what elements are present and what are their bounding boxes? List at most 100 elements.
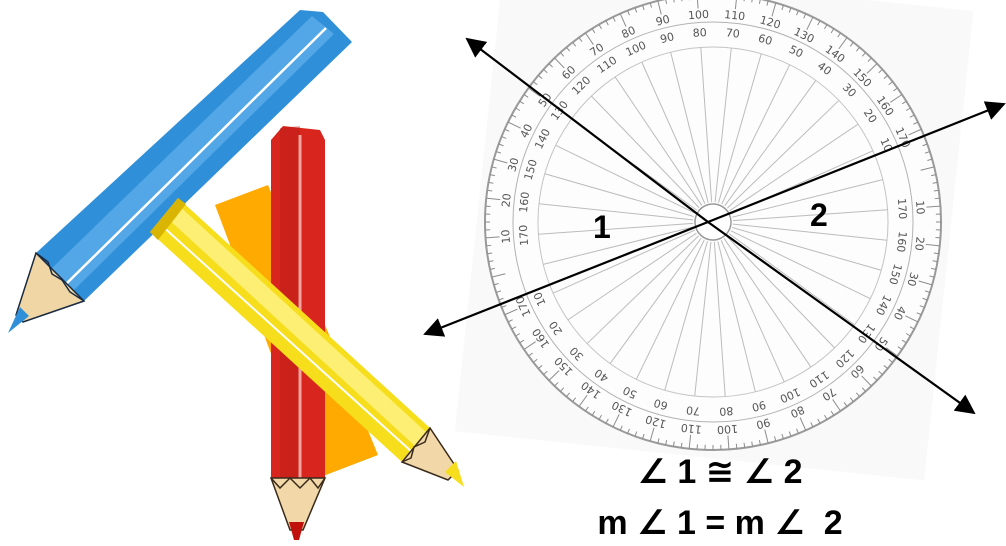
protractor-ray bbox=[567, 232, 697, 321]
protractor-tick bbox=[796, 10, 799, 16]
angle-1-label: 1 bbox=[593, 209, 611, 245]
protractor-tick bbox=[554, 57, 565, 69]
protractor-tick bbox=[788, 7, 792, 13]
protractor-tick bbox=[920, 166, 935, 171]
protractor-tick bbox=[913, 121, 919, 125]
protractor-tick bbox=[488, 181, 494, 184]
protractor-tick bbox=[843, 402, 848, 407]
protractor-tick bbox=[929, 275, 935, 278]
protractor-ray bbox=[724, 80, 817, 207]
blue-pencil bbox=[8, 10, 352, 333]
protractor-tick bbox=[897, 346, 903, 350]
protractor-tick bbox=[566, 392, 571, 397]
protractor-tick bbox=[773, 436, 777, 442]
protractor-tick bbox=[489, 267, 495, 270]
protractor-tick bbox=[511, 326, 517, 330]
protractor-degree-label: 40 bbox=[518, 122, 536, 140]
protractor-ray bbox=[586, 235, 699, 344]
protractor-tick bbox=[743, 442, 746, 448]
protractor-tick bbox=[766, 0, 769, 6]
protractor-tick bbox=[810, 422, 814, 428]
protractor-ray bbox=[727, 100, 840, 209]
protractor-tick bbox=[487, 252, 493, 255]
protractor-tick bbox=[504, 128, 510, 132]
protractor-tick bbox=[533, 358, 538, 363]
protractor-tick bbox=[486, 244, 492, 247]
protractor-tick bbox=[485, 221, 491, 223]
protractor-ray bbox=[641, 61, 706, 204]
protractor-tick bbox=[888, 81, 893, 86]
protractor-tick bbox=[642, 5, 645, 11]
protractor-ray bbox=[555, 144, 696, 214]
protractor-tick bbox=[496, 290, 502, 293]
protractor-tick bbox=[680, 0, 683, 2]
protractor-tick bbox=[528, 87, 541, 97]
protractor-degree-label: 60 bbox=[652, 396, 669, 412]
protractor-degree-label: 100 bbox=[688, 8, 710, 22]
protractor-tick bbox=[849, 397, 854, 402]
protractor-degree-label: 70 bbox=[686, 403, 701, 417]
protractor-tick bbox=[704, 444, 706, 450]
protractor-tick bbox=[735, 443, 738, 449]
protractor-tick bbox=[688, 434, 692, 449]
protractor-tick bbox=[507, 121, 521, 129]
protractor-degree-label: 90 bbox=[755, 415, 772, 431]
protractor-tick bbox=[519, 339, 525, 344]
protractor-ray bbox=[591, 95, 700, 208]
protractor-tick bbox=[543, 69, 548, 74]
protractor-tick bbox=[924, 290, 930, 293]
protractor-tick bbox=[487, 189, 493, 192]
protractor-tick bbox=[838, 37, 848, 50]
protractor-degree-label: 50 bbox=[621, 383, 639, 401]
protractor-tick bbox=[771, 2, 777, 17]
protractor-ray bbox=[538, 222, 694, 235]
protractor-degree-label: 80 bbox=[620, 24, 638, 42]
protractor-tick bbox=[861, 52, 866, 57]
protractor-tick bbox=[491, 273, 506, 278]
protractor-tick bbox=[883, 75, 888, 80]
protractor-tick bbox=[619, 425, 623, 431]
protractor-tick bbox=[578, 394, 588, 407]
protractor-degree-label: 90 bbox=[750, 398, 767, 414]
protractor-tick bbox=[933, 252, 939, 255]
protractor-tick bbox=[634, 7, 638, 13]
protractor-tick bbox=[665, 0, 668, 4]
protractor-tick bbox=[657, 438, 660, 444]
protractor-degree-label: 30 bbox=[505, 156, 521, 173]
protractor-tick bbox=[498, 297, 504, 301]
protractor-tick bbox=[485, 236, 500, 239]
protractor-tick bbox=[598, 414, 602, 420]
protractor-degree-label: 80 bbox=[719, 404, 734, 418]
protractor-degree-label: 110 bbox=[724, 8, 746, 23]
protractor-degree-label: 160 bbox=[517, 191, 532, 213]
protractor-degree-label: 70 bbox=[588, 41, 607, 60]
protractor-tick bbox=[781, 5, 784, 11]
protractor-tick bbox=[743, 0, 746, 2]
protractor-ray bbox=[732, 209, 888, 222]
protractor-tick bbox=[931, 267, 937, 270]
protractor-tick bbox=[498, 143, 504, 147]
protractor-tick bbox=[619, 13, 627, 27]
protractor-tick bbox=[696, 0, 699, 9]
protractor-ray bbox=[723, 238, 812, 368]
protractor-ray bbox=[732, 223, 888, 241]
protractor-tick bbox=[935, 213, 941, 215]
protractor-tick bbox=[751, 441, 754, 447]
protractor-tick bbox=[501, 136, 507, 139]
protractor-tick bbox=[830, 28, 835, 34]
angle-2-label: 2 bbox=[810, 197, 828, 233]
protractor-tick bbox=[893, 87, 898, 92]
protractor-tick bbox=[528, 352, 533, 357]
protractor-tick bbox=[888, 358, 893, 363]
protractor-ray bbox=[544, 173, 694, 217]
protractor-degree-label: 160 bbox=[894, 231, 909, 253]
protractor-tick bbox=[485, 213, 491, 215]
protractor-tick bbox=[922, 297, 928, 301]
protractor-tick bbox=[665, 440, 668, 446]
protractor-degree-label: 50 bbox=[787, 43, 805, 61]
protractor-tick bbox=[866, 63, 878, 74]
protractor-tick bbox=[657, 0, 662, 15]
protractor-ray bbox=[694, 241, 712, 397]
protractor-ray bbox=[721, 64, 791, 205]
protractor-tick bbox=[538, 364, 543, 369]
